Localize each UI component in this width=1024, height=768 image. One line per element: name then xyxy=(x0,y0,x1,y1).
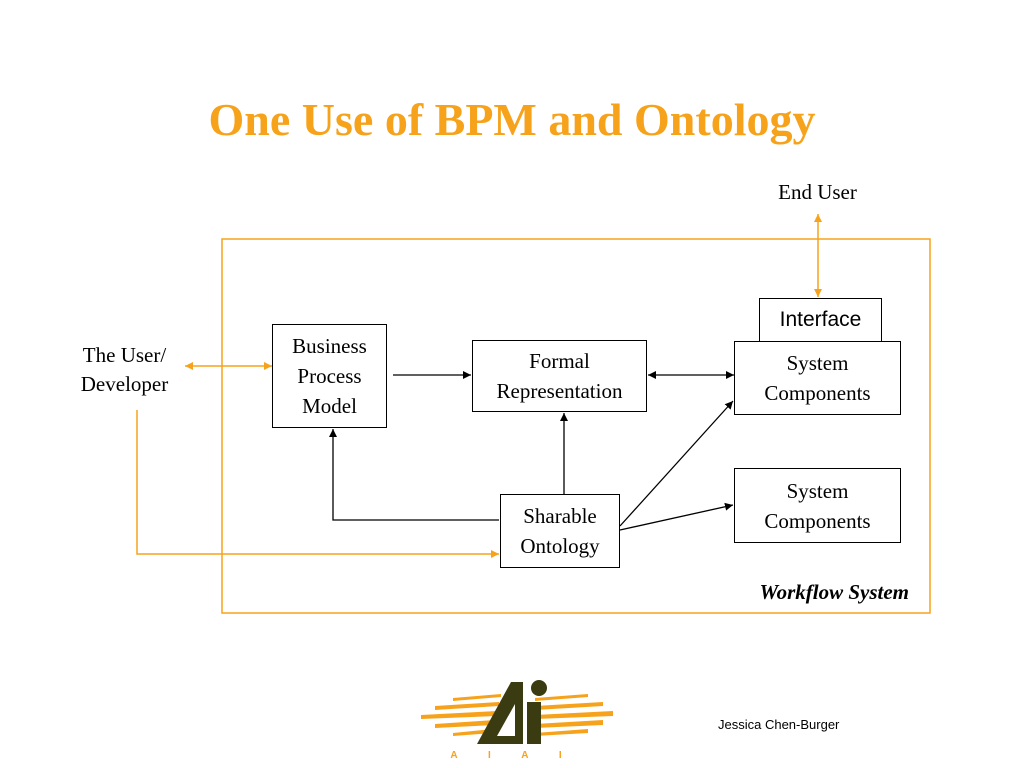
ontology-components1-arrow xyxy=(619,400,734,527)
system-components-box-2: System Components xyxy=(734,468,901,543)
system-components-box-1: System Components xyxy=(734,341,901,415)
sharable-ontology-box: Sharable Ontology xyxy=(500,494,620,568)
business-process-model-box: Business Process Model xyxy=(272,324,387,428)
ontology-bpm-arrow xyxy=(329,429,499,521)
author-credit: Jessica Chen-Burger xyxy=(718,717,840,732)
aiai-logo: A I A I xyxy=(421,680,613,761)
ontology-components2-arrow xyxy=(619,502,734,531)
workflow-system-frame xyxy=(221,238,931,614)
page-title: One Use of BPM and Ontology xyxy=(208,94,816,145)
user-ontology-arrow xyxy=(136,410,499,558)
user-developer-label: The User/ Developer xyxy=(80,343,169,396)
workflow-system-label: Workflow System xyxy=(759,580,909,604)
formal-representation-box: Formal Representation xyxy=(472,340,647,412)
end-user-label: End User xyxy=(778,180,857,204)
interface-box: Interface xyxy=(759,298,882,342)
logo-letters: A I A I xyxy=(450,750,575,761)
